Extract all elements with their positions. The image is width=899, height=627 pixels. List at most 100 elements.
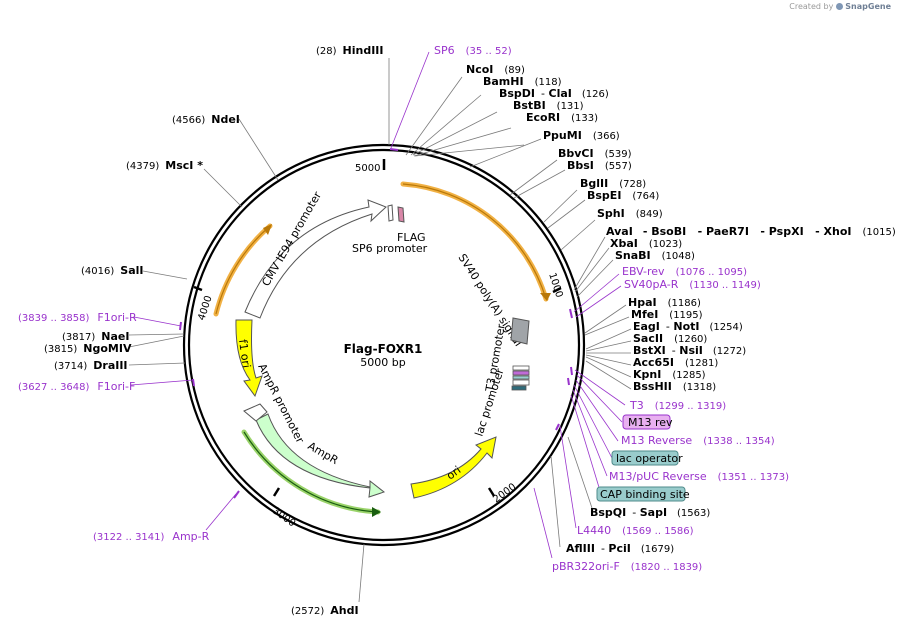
lac-operator-feature: [512, 375, 530, 380]
site-bbsi[interactable]: BbsI(557): [567, 159, 632, 172]
primer-sv40pa-r[interactable]: SV40pA-R(1130 .. 1149): [624, 278, 761, 291]
site-ndei[interactable]: (4566)NdeI: [172, 113, 240, 126]
site-bspdi[interactable]: BspDI- ClaI(126): [499, 87, 609, 100]
f1ori-r-line: [133, 316, 182, 327]
site-avai[interactable]: AvaI- BsoBI - PaeR7I - PspXI - XhoI(1015…: [606, 225, 896, 238]
bbvci-line: [509, 159, 558, 196]
site-ncoi[interactable]: NcoI(89): [466, 63, 525, 76]
bsshii-line: [585, 360, 632, 390]
site-kpni[interactable]: KpnI(1285): [633, 368, 706, 381]
bglii-line: [543, 189, 578, 223]
t3-line: [574, 369, 626, 406]
lac-operator-box-label: lac operator: [616, 452, 683, 465]
cap-site-feature: [511, 385, 527, 391]
site-bsshii[interactable]: BssHII(1318): [633, 380, 716, 393]
credit-brand: SnapGene: [845, 2, 891, 11]
site-sali[interactable]: (4016)SalI: [81, 264, 143, 277]
green-arc-core: [243, 431, 379, 513]
green-highlight: [241, 429, 381, 517]
tick-mark-3000: [272, 487, 281, 497]
primer-f1ori-r[interactable]: (3839 .. 3858)F1ori-R: [18, 311, 137, 324]
sp6-promoter-feature: [387, 204, 394, 222]
m13-rev-box-label: M13 rev: [628, 416, 673, 429]
primer-l4440[interactable]: L4440(1569 .. 1586): [577, 524, 694, 537]
site-ngomiv[interactable]: (3815)NgoMIV: [44, 342, 132, 355]
lac-operator-box[interactable]: [611, 450, 679, 466]
primer-m13-reverse[interactable]: M13 Reverse(1338 .. 1354): [621, 434, 775, 447]
site-mfei[interactable]: MfeI(1195): [631, 308, 703, 321]
site-snabi[interactable]: SnaBI(1048): [615, 249, 695, 262]
cap-binding-site-box[interactable]: [596, 486, 686, 502]
orange-highlights: [213, 181, 551, 317]
site-acc65i[interactable]: Acc65I(1281): [633, 356, 718, 369]
sali-line: [142, 270, 188, 280]
f1-ori-arrow: [235, 319, 263, 398]
site-ppumi[interactable]: PpuMI(366): [543, 129, 620, 142]
site-bspqi[interactable]: BspQI- SapI(1563): [590, 506, 710, 519]
f1ori-f-primer-mark: [192, 378, 195, 387]
tick-label-2000: 2000: [491, 482, 518, 506]
site-eagi[interactable]: EagI- NotI(1254): [633, 320, 743, 333]
naei-line: [128, 333, 185, 336]
t3-primer-mark: [570, 366, 573, 376]
sacii-line: [585, 340, 632, 352]
backbone: [182, 143, 586, 547]
site-bspei[interactable]: BspEI(764): [587, 189, 659, 202]
site-xbai[interactable]: XbaI(1023): [610, 237, 682, 250]
f1ori-f-line: [130, 379, 194, 386]
site-bstbi[interactable]: BstBI(131): [513, 99, 584, 112]
primer-sp6[interactable]: SP6(35 .. 52): [434, 44, 512, 57]
enzyme-leader-lines: [128, 58, 632, 603]
snapgene-logo-icon: [836, 3, 844, 10]
plasmid-name: Flag-FOXR1: [344, 342, 423, 356]
sv40pa-r-line: [575, 285, 622, 318]
site-bamhi[interactable]: BamHI(118): [483, 75, 562, 88]
tick-mark-1000: [552, 286, 562, 294]
site-ahdi[interactable]: (2572)AhdI: [291, 604, 359, 617]
site-draiii[interactable]: (3714)DraIII: [54, 359, 128, 372]
eagi-line: [585, 328, 632, 350]
primer-pbr322ori-f[interactable]: pBR322ori-F(1820 .. 1839): [552, 560, 702, 573]
ndei-line: [238, 118, 279, 181]
orange-arc-left-core: [215, 225, 271, 315]
primer-amp-r[interactable]: (3122 .. 3141)Amp-R: [93, 530, 210, 543]
primer-f1ori-f[interactable]: (3627 .. 3648)F1ori-F: [18, 380, 135, 393]
primer-labels: SP6(35 .. 52) EBV-rev(1076 .. 1095) SV40…: [18, 44, 789, 573]
site-afliii[interactable]: AflIII- PciI(1679): [566, 542, 674, 555]
site-sphi[interactable]: SphI(849): [597, 207, 663, 220]
msci-line: [203, 168, 243, 208]
ppumi-line: [469, 138, 542, 168]
primer-ebv-rev[interactable]: EBV-rev(1076 .. 1095): [622, 265, 747, 278]
sp6-line: [390, 51, 430, 149]
site-sacii[interactable]: SacII(1260): [633, 332, 707, 345]
xbai-line: [574, 247, 610, 293]
site-bstxi[interactable]: BstXI- NsiI(1272): [633, 344, 746, 357]
site-ecori[interactable]: EcoRI(133): [526, 111, 598, 124]
tick-mark-2000: [487, 487, 496, 497]
site-hindiii[interactable]: (28)HindIII: [316, 44, 384, 57]
plasmid-size: 5000 bp: [360, 356, 405, 369]
avai-line: [573, 236, 606, 291]
m13-puc-line: [572, 389, 608, 477]
bstbi-line: [413, 127, 512, 157]
sp6-primer-mark: [389, 148, 399, 151]
snapgene-credit: Created by SnapGene: [789, 2, 891, 11]
site-hpai[interactable]: HpaI(1186): [628, 296, 701, 309]
m13-rev-box[interactable]: [622, 414, 671, 430]
site-bglii[interactable]: BglII(728): [580, 177, 646, 190]
credit-prefix: Created by: [789, 2, 834, 11]
bbsi-line: [513, 169, 566, 199]
mfei-line: [584, 316, 630, 336]
primer-t3[interactable]: T3(1299 .. 1319): [629, 399, 726, 412]
primer-m13-puc-reverse[interactable]: M13/pUC Reverse(1351 .. 1373): [609, 470, 789, 483]
cap-binding-site-box-label: CAP binding site: [600, 488, 690, 501]
site-bbvci[interactable]: BbvCI(539): [558, 147, 632, 160]
orange-arc-right-arrow: [540, 293, 551, 301]
cmv-promoter-arrow: [244, 199, 387, 319]
orange-arc-right-core: [402, 183, 547, 300]
draiii-line: [128, 362, 186, 366]
site-naei[interactable]: (3817)NaeI: [62, 330, 129, 343]
backbone-inner-ring: [187, 148, 581, 542]
site-msci[interactable]: (4379)MscI *: [126, 159, 203, 172]
enzyme-labels: (28)HindIII NcoI(89) BamHI(118) BspDI- C…: [44, 44, 896, 617]
